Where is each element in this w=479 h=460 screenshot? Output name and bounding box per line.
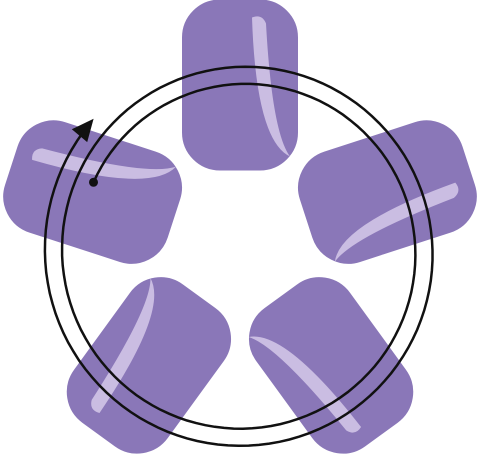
stage-pill	[286, 108, 479, 276]
stage-pill	[180, 0, 300, 173]
pill-shape	[0, 108, 194, 276]
stage-pill	[0, 108, 194, 276]
start-dot	[89, 178, 98, 187]
